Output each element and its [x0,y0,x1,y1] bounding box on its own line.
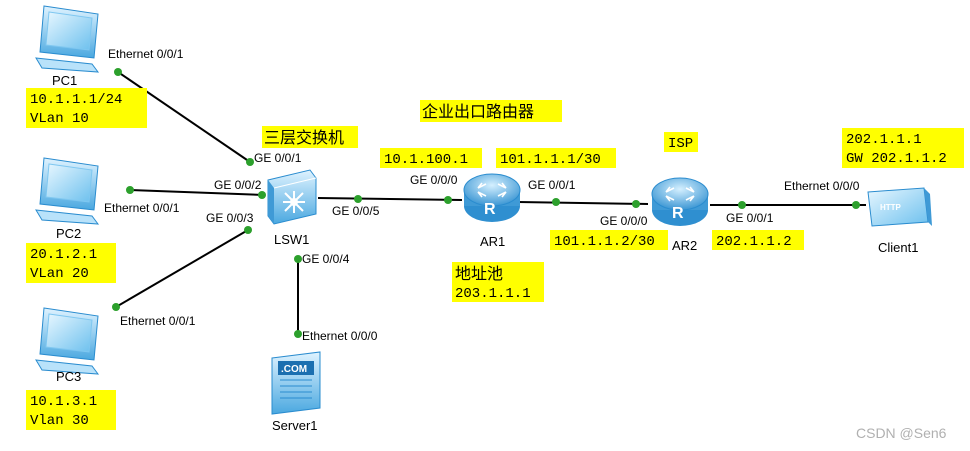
isp-caption: ISP [668,136,693,152]
port-dot [354,195,362,203]
pc1-ip-label: 10.1.1.1/24 [30,92,122,108]
port-label-ar1-g1: GE 0/0/1 [528,178,576,192]
ar1-ip-label: 10.1.100.1 [384,152,468,168]
svg-text:HTTP: HTTP [880,203,902,212]
ar2-device[interactable]: R AR2 [651,177,709,253]
annotations: 10.1.1.1/24 VLan 10 20.1.2.1 VLan 20 10.… [26,88,964,430]
port-labels: Ethernet 0/0/1 Ethernet 0/0/1 Ethernet 0… [104,47,860,343]
pc3-vlan-label: Vlan 30 [30,413,89,429]
ar1-device[interactable]: R AR1 [463,173,521,249]
pc2-device[interactable]: PC2 [35,157,100,241]
svg-text:R: R [484,201,496,218]
pc-icon [35,5,100,73]
port-dot [444,196,452,204]
ar2-lan-ip-label: 202.1.1.2 [716,234,792,250]
port-dot [126,186,134,194]
port-label-lsw-g3: GE 0/0/3 [206,211,254,225]
router-icon: R [651,177,709,226]
port-label-lsw-g2: GE 0/0/2 [214,178,262,192]
port-dots [112,68,860,338]
link-pc3-lsw1 [115,229,249,308]
port-dot [632,200,640,208]
client1-label: Client1 [878,240,918,255]
links [115,71,866,336]
port-label-ar2-g0: GE 0/0/0 [600,214,648,228]
port-label-pc1-eth: Ethernet 0/0/1 [108,47,184,61]
port-label-pc3-eth: Ethernet 0/0/1 [120,314,196,328]
link-lsw1-ar1 [317,197,463,201]
pc-icon [35,307,100,375]
server-icon: .COM [271,351,321,415]
link-ar1-ar2 [517,201,649,205]
ar2-wan-ip-label: 101.1.1.2/30 [554,234,655,250]
port-dot [738,201,746,209]
layer3-switch-icon [267,169,317,225]
pc1-vlan-label: VLan 10 [30,111,89,127]
svg-text:.COM: .COM [281,364,307,375]
pc-icon [35,157,100,225]
port-label-client-eth: Ethernet 0/0/0 [784,179,860,193]
port-dot [246,158,254,166]
addr-pool-ip-label: 203.1.1.1 [455,286,531,302]
edge-router-caption: 企业出口路由器 [422,102,534,121]
l3-switch-caption: 三层交换机 [264,128,344,147]
pc2-vlan-label: VLan 20 [30,266,89,282]
client-ip-label: 202.1.1.1 [846,132,922,148]
port-dot [244,226,252,234]
addr-pool-caption: 地址池 [455,264,503,283]
pc3-device[interactable]: PC3 [35,307,100,384]
client1-device[interactable]: HTTP Client1 [867,187,932,255]
port-dot [258,191,266,199]
pc1-device[interactable]: PC1 [35,5,100,88]
pc3-ip-label: 10.1.3.1 [30,394,97,410]
server1-device[interactable]: .COM Server1 [271,351,321,433]
port-dot [552,198,560,206]
port-label-lsw-g5: GE 0/0/5 [332,204,380,218]
http-client-icon: HTTP [867,187,932,227]
port-dot [294,255,302,263]
svg-text:R: R [672,205,684,222]
link-pc1-lsw1 [117,71,251,163]
link-pc2-lsw1 [129,189,266,196]
port-label-pc2-eth: Ethernet 0/0/1 [104,201,180,215]
pc3-label: PC3 [56,369,81,384]
port-label-server-eth: Ethernet 0/0/0 [302,329,378,343]
router-icon: R [463,173,521,222]
port-label-ar1-g0: GE 0/0/0 [410,173,458,187]
port-label-lsw-g4: GE 0/0/4 [302,252,350,266]
server1-label: Server1 [272,418,318,433]
port-dot [112,303,120,311]
lsw1-label: LSW1 [274,232,309,247]
port-label-lsw-g1: GE 0/0/1 [254,151,302,165]
client-gw-label: GW 202.1.1.2 [846,151,947,167]
pc2-ip-label: 20.1.2.1 [30,247,97,263]
ar2-label: AR2 [672,238,697,253]
port-dot [114,68,122,76]
port-label-ar2-g1: GE 0/0/1 [726,211,774,225]
ar1-label: AR1 [480,234,505,249]
watermark: CSDN @Sen6 [856,425,947,441]
port-dot [852,201,860,209]
lsw1-device[interactable]: LSW1 [267,169,317,247]
pc1-label: PC1 [52,73,77,88]
ar1-wan-ip-label: 101.1.1.1/30 [500,152,601,168]
pc2-label: PC2 [56,226,81,241]
port-dot [294,330,302,338]
